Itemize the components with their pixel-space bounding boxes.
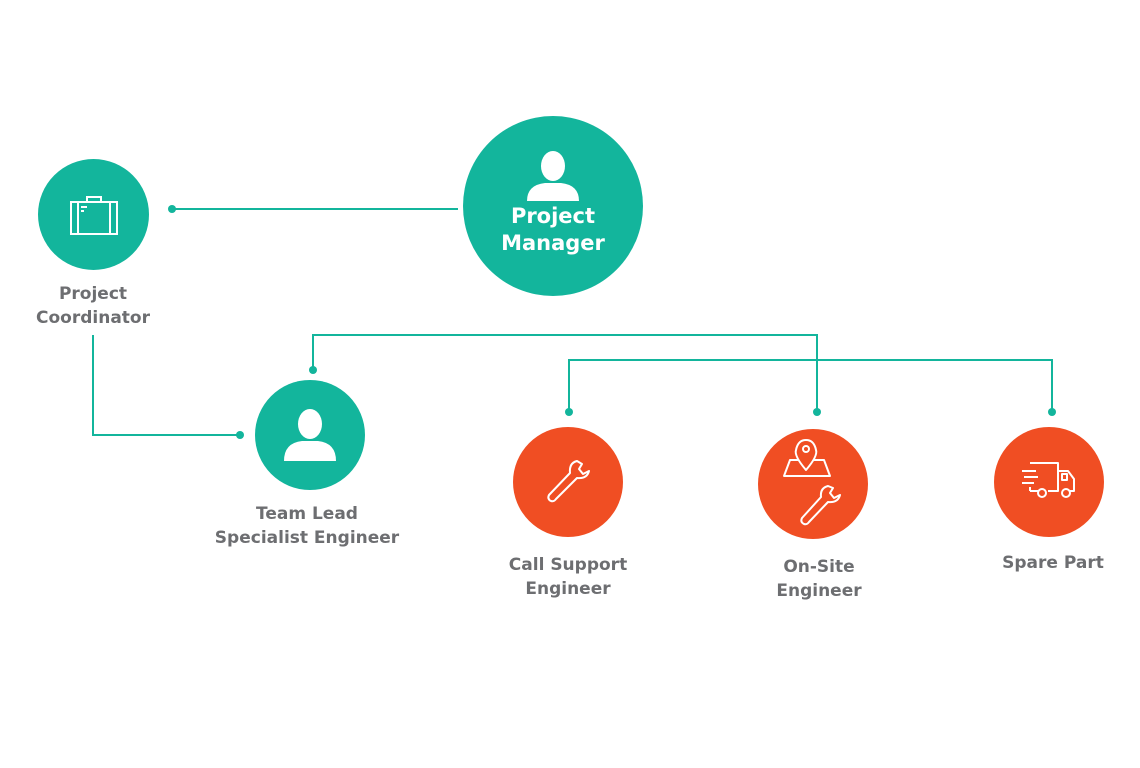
label-line: Specialist Engineer [214,528,400,548]
connector-dot [309,366,317,374]
call-support-label: Call Support Engineer [509,553,627,601]
spare-part-node [994,427,1104,537]
label-line: Engineer [776,581,862,601]
person-icon [284,409,336,461]
on-site-node [758,429,868,539]
wrench-icon [547,460,590,503]
project-manager-node: Project Manager [463,116,643,296]
label-line: Team Lead [256,504,358,524]
connector-dot [236,431,244,439]
connector-dot [1048,408,1056,416]
label-line: Project [510,204,596,228]
connector-teamlead-onsite [312,334,818,412]
label-line: Call Support [508,555,628,575]
label-line: Project [58,284,128,304]
team-lead-label: Team Lead Specialist Engineer [215,502,399,550]
spare-part-label: Spare Part [1002,551,1104,575]
connector-dot [813,408,821,416]
project-coordinator-node [38,159,149,270]
connector-dot [168,205,176,213]
label-line: Spare Part [1002,553,1104,573]
label-line: Engineer [525,579,611,599]
team-lead-node [255,380,365,490]
label-line: Manager [501,231,605,255]
project-manager-label: Project Manager [501,203,605,257]
on-site-label: On-Site Engineer [776,555,861,603]
connector-dot [565,408,573,416]
label-line: Coordinator [36,308,150,328]
map-pin-wrench-icon [783,439,841,526]
delivery-truck-icon [1022,462,1075,498]
connector-callsupport-sparepart [568,359,1053,412]
label-line: On-Site [783,557,855,577]
connector-coordinator-teamlead [92,335,240,436]
call-support-node [513,427,623,537]
briefcase-icon [69,195,118,235]
project-coordinator-label: Project Coordinator [36,282,150,330]
person-icon [527,151,579,201]
